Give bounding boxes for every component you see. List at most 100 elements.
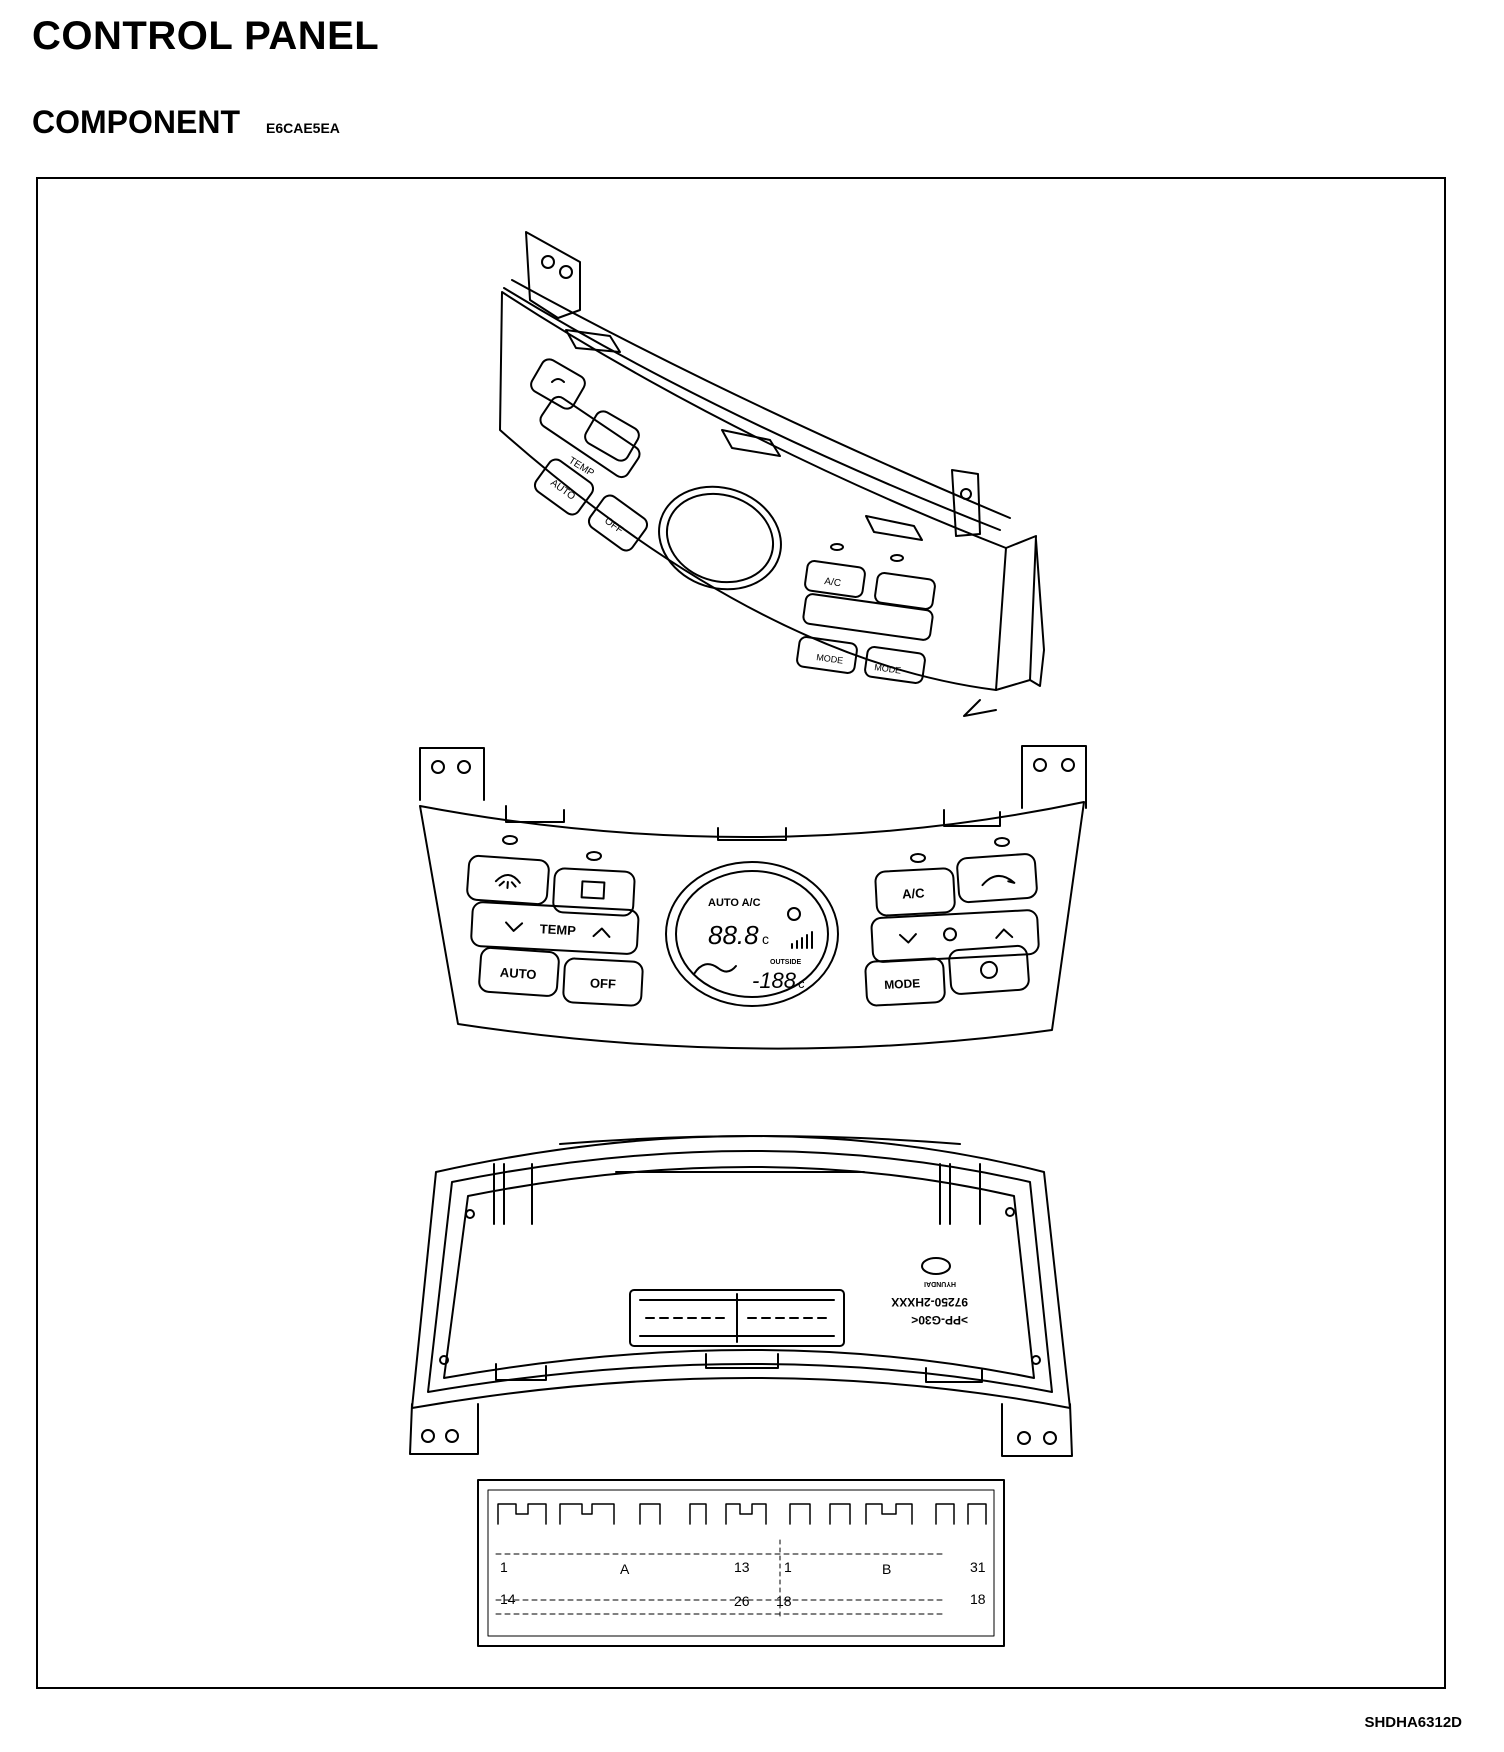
iso-defrost-button — [530, 358, 586, 410]
mount-hole — [1033, 758, 1047, 772]
iso-indicator-led — [830, 543, 844, 551]
indicator-led — [502, 835, 518, 845]
display-outside-digits: -188 — [752, 968, 797, 993]
temp-down-icon — [505, 921, 524, 932]
section-code: E6CAE5EA — [266, 120, 340, 136]
rear-screw — [1005, 1207, 1015, 1217]
display-auto-icon — [787, 907, 801, 921]
iso-indicator-led — [890, 554, 904, 562]
front-off-button — [562, 957, 644, 1007]
iso-top-clip — [865, 515, 923, 541]
iso-side-rear — [1029, 539, 1045, 687]
mount-hole — [1043, 1431, 1057, 1445]
pin-label-b18: 18 — [776, 1593, 792, 1609]
front-clip — [505, 805, 565, 823]
rear-panel-inner — [427, 1150, 1053, 1393]
iso-fan-button — [802, 593, 934, 641]
front-auto-button — [478, 946, 560, 997]
connector-outer — [477, 1479, 1005, 1647]
rear-left-mount-tab — [409, 1403, 479, 1455]
mount-hole — [445, 1429, 459, 1443]
pin-label-18: 18 — [970, 1591, 986, 1607]
iso-off-label: OFF — [602, 516, 625, 537]
iso-mode-right-button — [864, 646, 926, 684]
front-panel-view: TEMP AUTO OFF AUTO A/C 88.8 c OUTSIDE -1… — [419, 745, 1087, 1050]
front-auto-label: AUTO — [499, 965, 537, 983]
indicator-led — [910, 853, 926, 863]
iso-auto-button — [533, 458, 595, 516]
iso-top-clip — [565, 329, 621, 353]
front-rear-defrost-icon — [580, 880, 606, 900]
fan-down-icon — [898, 933, 917, 944]
iso-rear-defrost-button — [584, 410, 640, 462]
iso-left-tab-hole — [541, 255, 555, 269]
mount-hole — [1017, 1431, 1031, 1445]
mount-hole — [1061, 758, 1075, 772]
pin-label-b1: 1 — [784, 1559, 792, 1575]
display-outside-label: OUTSIDE — [770, 959, 801, 966]
indicator-led — [994, 837, 1010, 847]
page-title: CONTROL PANEL — [32, 14, 380, 58]
section-heading: COMPONENT E6CAE5EA — [32, 104, 340, 141]
rear-top-rail — [559, 1135, 961, 1145]
pin-label-31: 31 — [970, 1559, 986, 1575]
front-mode-label: MODE — [884, 976, 921, 992]
section-title: COMPONENT — [32, 104, 240, 140]
display-unit: c — [762, 931, 769, 947]
iso-mode-left-label: MODE — [816, 652, 844, 666]
rear-left-posts — [493, 1163, 533, 1225]
front-clip — [943, 809, 1001, 827]
front-panel-face — [419, 801, 1085, 1050]
front-auto-icon — [979, 960, 998, 979]
front-defrost-icon — [494, 874, 521, 889]
front-mode-button — [864, 957, 946, 1007]
connector-inner — [487, 1489, 995, 1637]
iso-bottom-corner — [963, 699, 997, 717]
connector-pin-row — [495, 1553, 947, 1615]
mount-hole — [421, 1429, 435, 1443]
brand-logo-icon — [921, 1257, 951, 1275]
iso-mode-left-button — [796, 636, 858, 674]
iso-top-edge — [503, 287, 1001, 531]
front-temp-button — [470, 901, 640, 955]
front-recirc-icon — [981, 875, 1016, 887]
front-ac-button — [874, 867, 956, 917]
temp-up-icon — [592, 927, 611, 938]
front-display-inner — [675, 870, 829, 998]
connector-label-b: B — [882, 1561, 891, 1577]
rear-clip-center — [705, 1353, 779, 1369]
front-auto-icon-button — [948, 944, 1030, 995]
fan-icon — [943, 927, 957, 942]
display-fan-bars — [791, 931, 813, 949]
iso-side-face — [995, 535, 1037, 691]
connector-label-a: A — [620, 1561, 630, 1577]
pin-label-13: 13 — [734, 1559, 750, 1575]
figure-frame — [36, 177, 1446, 1689]
mount-hole — [457, 760, 471, 774]
figure-reference: SHDHA6312D — [1364, 1714, 1462, 1731]
rear-connector-rows — [639, 1293, 835, 1343]
fan-up-icon — [995, 928, 1014, 939]
rear-panel-view: >PP-G30< 97250-2HXXX HYUNDAI — [409, 1135, 1073, 1457]
display-outside-unit: c — [798, 976, 805, 991]
indicator-led — [586, 851, 602, 861]
rear-screw — [465, 1209, 475, 1219]
iso-off-button — [587, 494, 649, 552]
front-left-mount-tab — [419, 747, 485, 801]
iso-ac-button — [804, 560, 866, 598]
isometric-panel-view: TEMP AUTO OFF A/C MODE MODE — [499, 231, 1045, 717]
front-off-label: OFF — [590, 975, 617, 991]
rear-screw — [439, 1355, 449, 1365]
pin-label-1: 1 — [500, 1559, 508, 1575]
rear-screw — [1031, 1355, 1041, 1365]
iso-mode-right-label: MODE — [874, 662, 902, 676]
pin-label-26: 26 — [734, 1593, 750, 1609]
connector-keying — [497, 1503, 987, 1525]
front-temp-label: TEMP — [539, 921, 576, 938]
display-auto-ac-label: AUTO A/C — [708, 897, 761, 909]
iso-ac-label: A/C — [824, 576, 842, 589]
front-clip-center — [717, 827, 787, 841]
front-right-mount-tab — [1021, 745, 1087, 809]
iso-right-tab — [951, 469, 981, 537]
